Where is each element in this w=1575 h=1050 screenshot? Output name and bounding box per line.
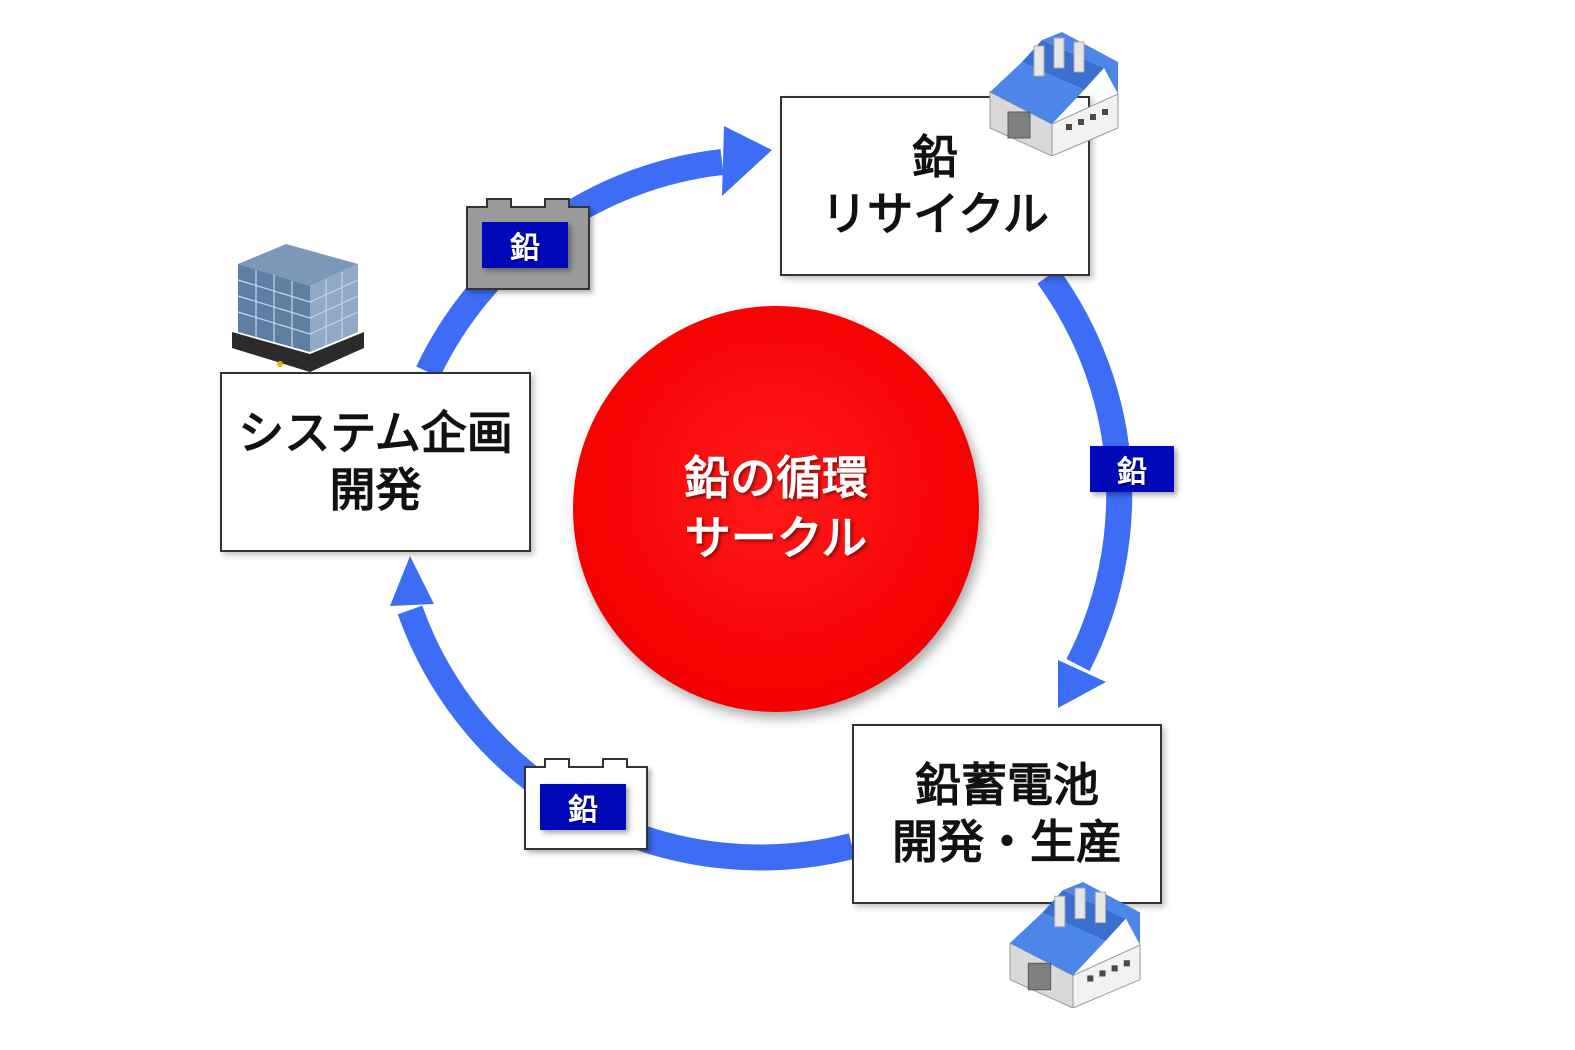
center-title-line2: サークル (684, 511, 868, 565)
node-system-dev-line1: システム企画 (238, 405, 513, 460)
battery-terminal-left (486, 198, 512, 208)
arrowhead-battery-dev (1058, 660, 1106, 708)
center-title-line1: 鉛の循環 (684, 451, 868, 506)
node-battery-dev-line1: 鉛蓄電池 (915, 757, 1099, 812)
lead-label-bottom-left: 鉛 (540, 784, 626, 830)
center-circle: 鉛の循環 サークル (573, 306, 979, 712)
node-lead-recycle: 鉛 リサイクル (780, 96, 1090, 276)
arrowhead-system-dev (390, 556, 434, 606)
lead-label-top-left: 鉛 (482, 222, 568, 268)
node-battery-dev-line2: 開発・生産 (892, 815, 1122, 869)
battery-terminal-right (602, 758, 628, 768)
lead-label-right: 鉛 (1090, 446, 1174, 492)
factory-icon (1009, 882, 1141, 1008)
node-battery-dev: 鉛蓄電池 開発・生産 (852, 724, 1162, 904)
factory-icon (989, 32, 1119, 156)
battery-terminal-right (544, 198, 570, 208)
node-recycle-line1: 鉛 (912, 129, 958, 184)
battery-terminal-left (544, 758, 570, 768)
office-building-icon (232, 244, 364, 372)
node-system-dev-line2: 開発 (329, 463, 422, 517)
node-system-dev: システム企画 開発 (220, 372, 531, 552)
node-recycle-line2: リサイクル (821, 187, 1049, 241)
arrowhead-recycle (722, 126, 772, 196)
